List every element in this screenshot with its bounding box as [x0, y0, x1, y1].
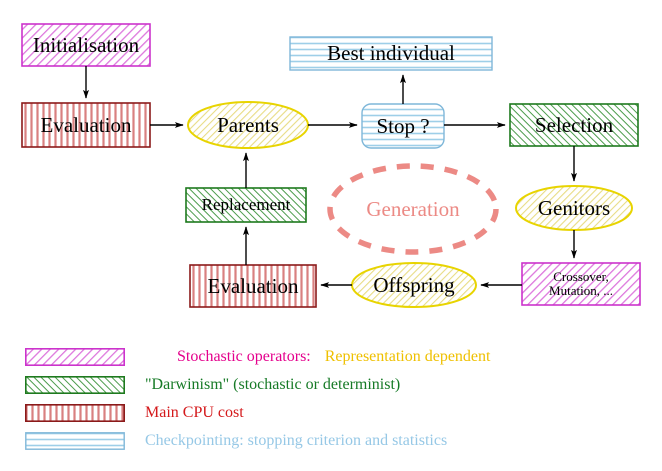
node-shape-crossover[interactable]	[521, 262, 641, 306]
node-shape-best-individual[interactable]	[289, 36, 493, 71]
node-shape-genitors[interactable]	[515, 185, 633, 231]
legend: Stochastic operators: Representation depe…	[25, 345, 635, 457]
node-shape-generation	[327, 163, 499, 255]
node-shape-parents[interactable]	[187, 101, 309, 149]
legend-swatch-blue-horiz	[25, 432, 125, 450]
legend-swatch-red-vert	[25, 404, 125, 422]
node-shape-stop[interactable]	[361, 103, 445, 149]
legend-text-main-cpu-cost: Main CPU cost	[145, 404, 244, 421]
node-shape-evaluation-bottom[interactable]	[189, 264, 317, 308]
legend-text-darwinism: "Darwinism" (stochastic or determinist)	[145, 376, 401, 393]
legend-row-main-cpu-cost: Main CPU cost	[25, 401, 635, 425]
legend-row-checkpointing: Checkpointing: stopping criterion and st…	[25, 429, 635, 453]
legend-swatch-magenta-diag	[25, 348, 125, 366]
legend-swatch-green-diag	[25, 376, 125, 394]
node-shape-evaluation-top[interactable]	[21, 102, 151, 148]
legend-text-stochastic-operators: Stochastic operators: Representation depe…	[145, 330, 490, 384]
node-shape-selection[interactable]	[509, 103, 639, 147]
legend-label-part2: Representation dependent	[324, 348, 491, 365]
legend-row-stochastic-operators: Stochastic operators: Representation depe…	[25, 345, 635, 369]
node-shape-initialisation[interactable]	[21, 23, 151, 67]
legend-text-checkpointing: Checkpointing: stopping criterion and st…	[145, 432, 448, 449]
legend-label-part1: Stochastic operators:	[177, 348, 311, 365]
legend-row-darwinism: "Darwinism" (stochastic or determinist)	[25, 373, 635, 397]
node-shape-replacement[interactable]	[185, 187, 307, 223]
node-shape-offspring[interactable]	[351, 262, 477, 308]
